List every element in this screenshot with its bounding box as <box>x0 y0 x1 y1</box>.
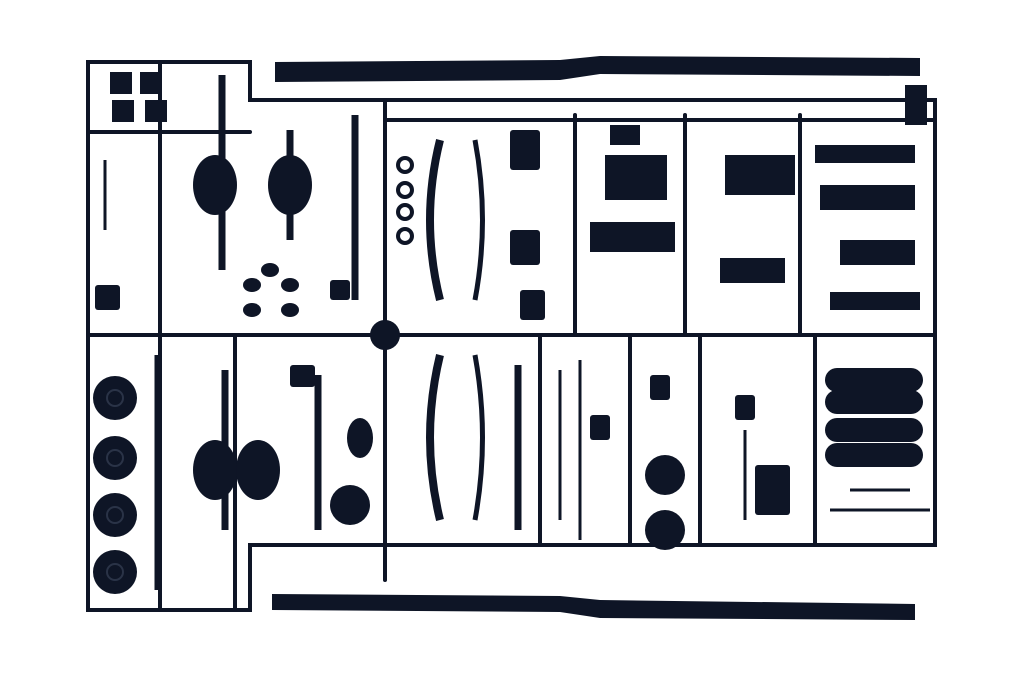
wheel-hub <box>106 563 124 581</box>
wheel-hub <box>106 506 124 524</box>
leaf-spring <box>426 354 444 521</box>
crossmember <box>605 155 667 200</box>
bushing-part <box>281 303 299 317</box>
crossmember <box>590 222 675 252</box>
bracket <box>755 465 790 515</box>
fuel-tank <box>825 390 923 414</box>
tank-part <box>347 418 373 458</box>
chassis-rail-bottom <box>272 594 915 620</box>
wheel-disc <box>93 376 137 420</box>
brake-drum <box>645 510 685 550</box>
fuel-tank <box>825 368 923 392</box>
bracket <box>95 285 120 310</box>
differential-housing <box>193 155 237 215</box>
differential-housing <box>193 440 237 500</box>
ring-part <box>396 181 414 199</box>
wheel-disc <box>93 436 137 480</box>
ring-part <box>396 203 414 221</box>
crossmember <box>725 155 795 195</box>
bracket <box>290 365 315 387</box>
bushing-part <box>281 278 299 292</box>
bracket <box>112 100 134 122</box>
fuel-tank <box>825 443 923 467</box>
crossmember <box>840 240 915 265</box>
bracket <box>520 290 545 320</box>
crossmember <box>830 292 920 310</box>
wheel-disc <box>93 550 137 594</box>
differential-housing <box>236 440 280 500</box>
bracket <box>510 230 540 265</box>
crossmember <box>815 145 915 163</box>
wheel-hub <box>106 389 124 407</box>
bracket <box>590 415 610 440</box>
chassis-rail-top <box>275 56 920 82</box>
bracket <box>140 72 162 94</box>
crossmember <box>720 258 785 283</box>
bushing-part <box>261 263 279 277</box>
sprue-hub <box>370 320 400 350</box>
leaf-spring <box>472 354 485 521</box>
bracket <box>145 100 167 122</box>
bracket <box>735 395 755 420</box>
wheel-disc <box>93 493 137 537</box>
bushing-part <box>243 303 261 317</box>
bracket <box>110 72 132 94</box>
crossmember <box>905 85 927 125</box>
bracket <box>650 375 670 400</box>
brake-drum <box>330 485 370 525</box>
crossmember <box>820 185 915 210</box>
bushing-part <box>243 278 261 292</box>
differential-housing <box>268 155 312 215</box>
ring-part <box>396 156 414 174</box>
wheel-hub <box>106 449 124 467</box>
leaf-spring <box>426 139 444 301</box>
bracket <box>510 130 540 170</box>
fuel-tank <box>825 418 923 442</box>
bracket <box>330 280 350 300</box>
crossmember <box>610 125 640 145</box>
brake-drum <box>645 455 685 495</box>
leaf-spring <box>472 139 485 301</box>
ring-part <box>396 227 414 245</box>
